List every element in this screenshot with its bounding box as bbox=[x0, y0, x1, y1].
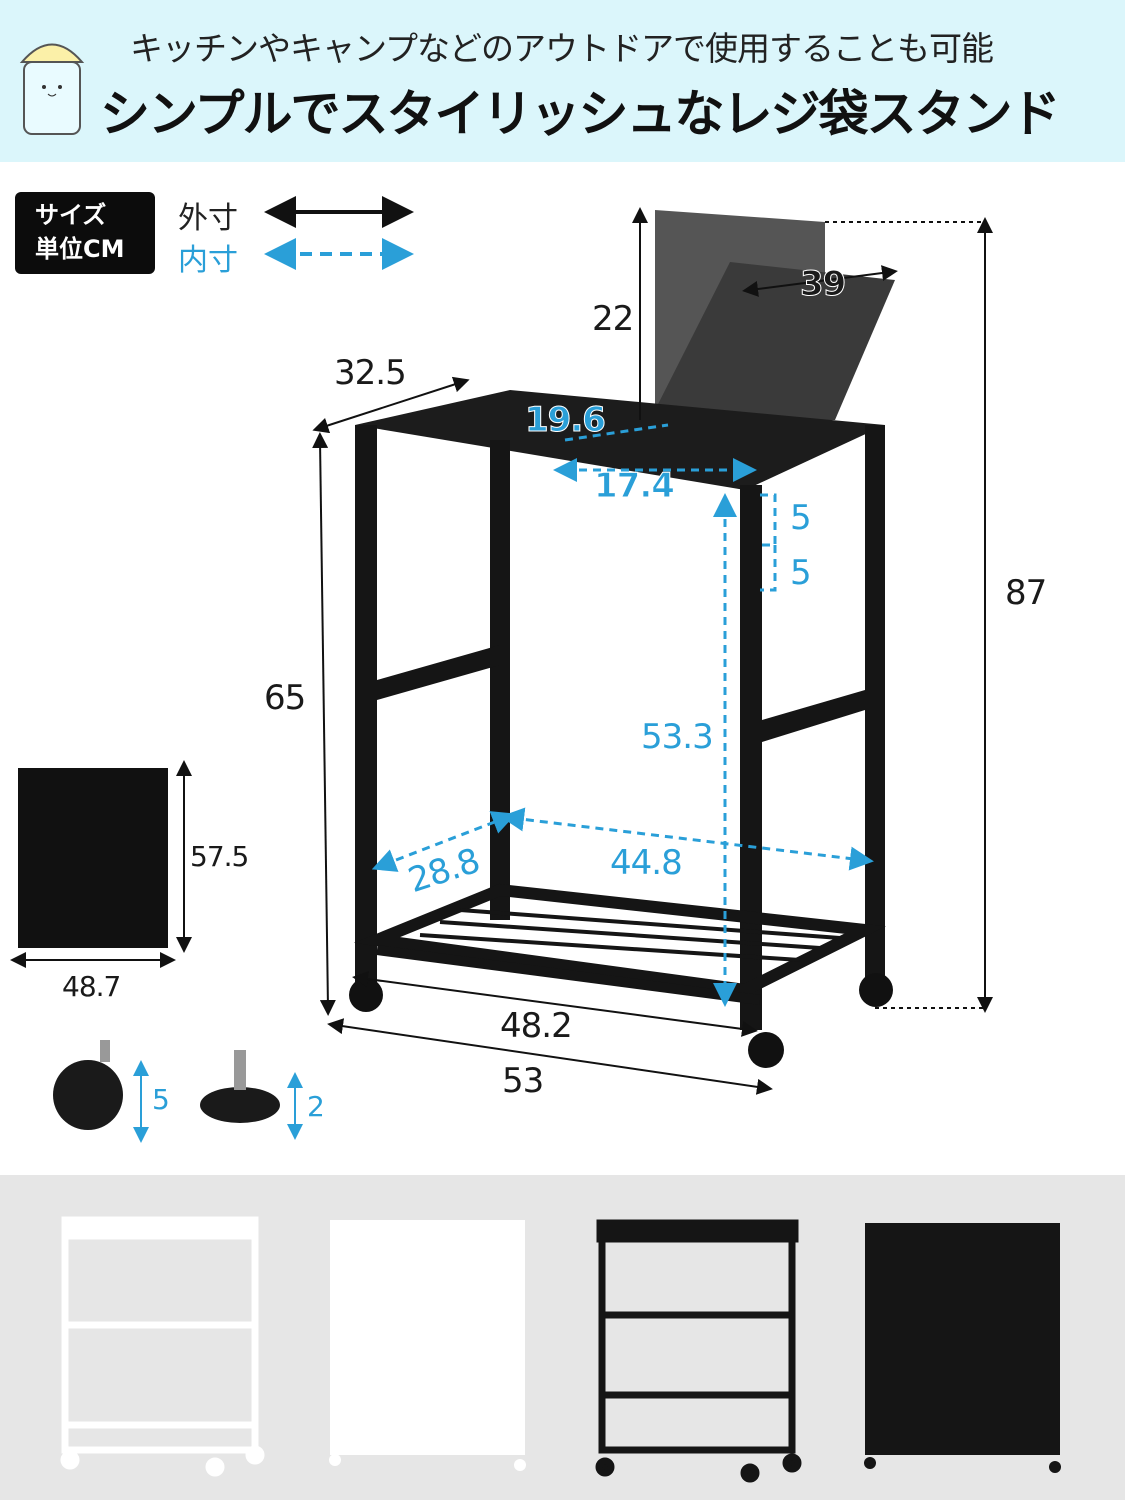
dim-panel-width: 48.7 bbox=[62, 970, 121, 1003]
inner-dim-label: 内寸 bbox=[178, 243, 238, 278]
dim-total-height: 87 bbox=[1005, 573, 1047, 613]
header-subtitle: キッチンやキャンプなどのアウトドアで使用することも可能 bbox=[130, 29, 994, 68]
dim-inner-top-width: 17.4 bbox=[594, 466, 676, 507]
header-banner: キッチンやキャンプなどのアウトドアで使用することも可能 シンプルでスタイリッシュ… bbox=[0, 0, 1125, 162]
dim-bottom-width: 48.2 bbox=[500, 1006, 573, 1046]
variant-white-frame bbox=[60, 1216, 265, 1477]
dim-lid-height: 22 bbox=[592, 299, 634, 339]
dim-inner-width: 44.8 bbox=[610, 843, 683, 883]
variant-gallery bbox=[0, 1175, 1125, 1500]
outer-dim-label: 外寸 bbox=[178, 201, 238, 236]
dim-hole-spacing-2: 5 bbox=[790, 553, 812, 593]
variant-white-cover bbox=[329, 1220, 526, 1471]
dim-foot-height: 2 bbox=[307, 1090, 325, 1123]
dim-frame-height: 65 bbox=[264, 678, 306, 718]
unit-badge-line1: サイズ bbox=[35, 201, 107, 229]
variant-black-frame bbox=[595, 1219, 802, 1483]
variant-black-cover bbox=[864, 1223, 1061, 1473]
dim-inner-height: 53.3 bbox=[641, 717, 714, 757]
foot-detail-icon bbox=[200, 1050, 280, 1123]
cover-panel bbox=[18, 768, 168, 948]
dim-caster-height: 5 bbox=[152, 1083, 170, 1116]
stand-diagram bbox=[10, 196, 993, 1143]
unit-badge: サイズ 単位CM bbox=[15, 192, 155, 274]
dim-hole-spacing-1: 5 bbox=[790, 498, 812, 538]
header-title: シンプルでスタイリッシュなレジ袋スタンド bbox=[100, 85, 1060, 143]
dim-depth: 32.5 bbox=[334, 353, 407, 393]
unit-badge-line2: 単位CM bbox=[35, 235, 125, 263]
dim-lid-width: 39 bbox=[799, 264, 846, 305]
dim-total-width: 53 bbox=[502, 1061, 544, 1101]
mascot-icon bbox=[19, 43, 85, 135]
dim-panel-height: 57.5 bbox=[190, 840, 249, 873]
dim-inner-top-depth: 19.6 bbox=[525, 400, 607, 441]
caster-detail-icon bbox=[53, 1040, 123, 1130]
